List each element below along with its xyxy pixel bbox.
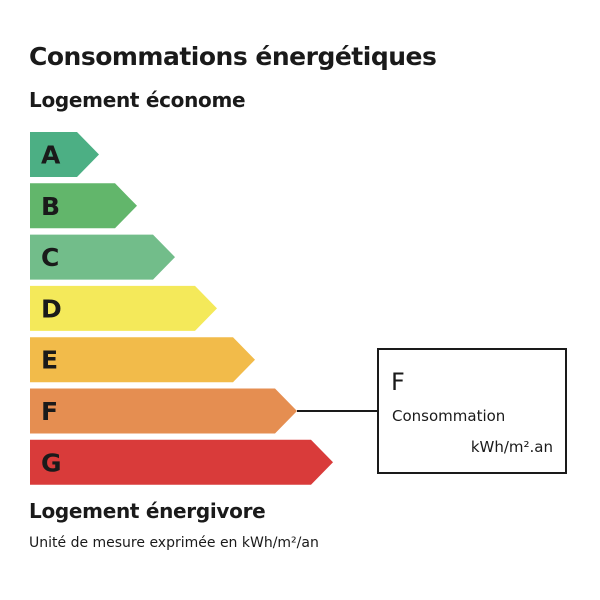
consumption-label: Consommation — [392, 407, 506, 425]
page-title: Consommations énergétiques — [29, 42, 437, 71]
current-class: F — [391, 368, 405, 396]
class-letter: G — [41, 448, 62, 477]
class-bar-d — [30, 285, 217, 331]
class-letter: D — [41, 294, 62, 323]
class-bar-g — [30, 439, 333, 485]
unit-note: Unité de mesure exprimée en kWh/m²/an — [29, 535, 319, 551]
class-bar-b — [30, 183, 137, 229]
inefficient-label: Logement énergivore — [29, 499, 266, 523]
efficient-label: Logement économe — [29, 88, 246, 112]
class-bar-e — [30, 337, 255, 383]
class-letter: B — [41, 192, 60, 221]
class-letter: F — [41, 397, 58, 426]
current-consumption-box: F Consommation kWh/m².an — [377, 348, 567, 474]
class-bar-c — [30, 234, 175, 280]
class-letter: E — [41, 346, 58, 375]
class-bar-a — [30, 132, 99, 177]
class-bar-f — [30, 388, 297, 434]
class-letter: A — [41, 141, 61, 170]
consumption-unit: kWh/m².an — [470, 438, 553, 456]
class-letter: C — [41, 243, 59, 272]
